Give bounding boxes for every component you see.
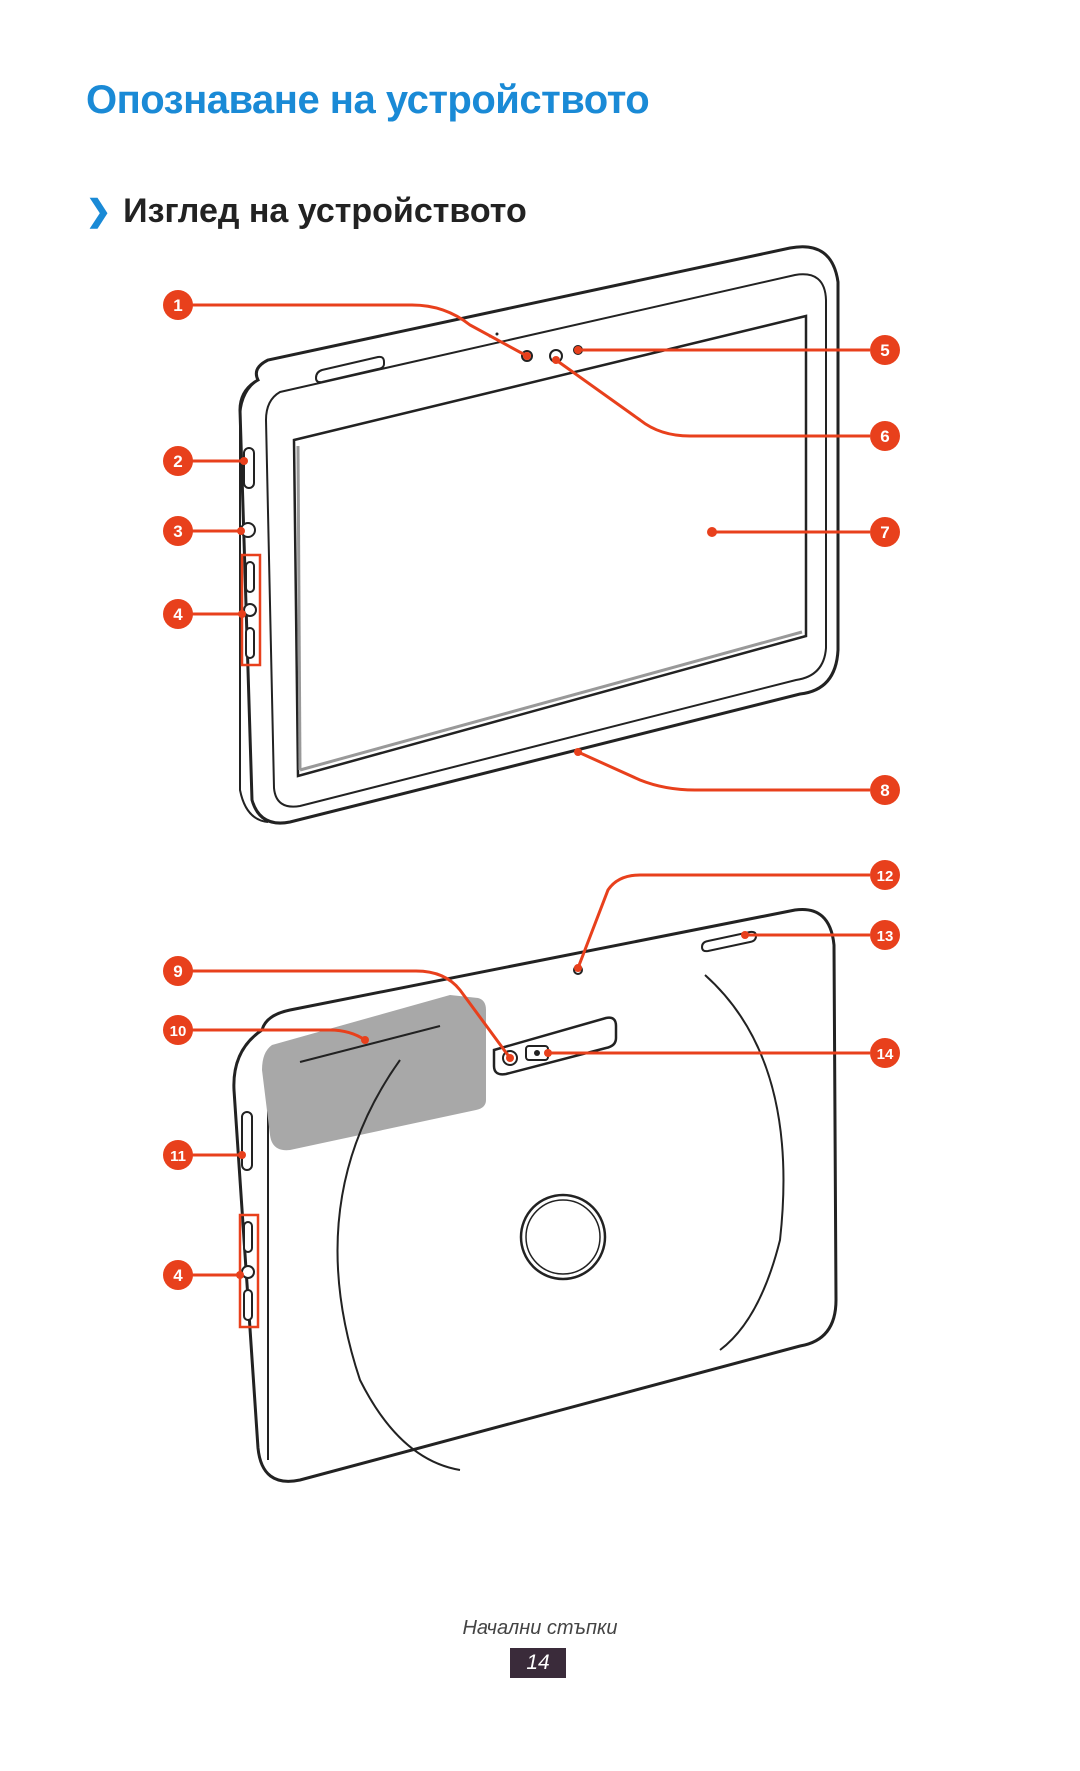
callout-2: 2 — [163, 446, 193, 476]
section-heading: ❯ Изглед на устройството — [86, 192, 527, 231]
callout-14: 14 — [870, 1038, 900, 1068]
callout-9: 9 — [163, 956, 193, 986]
callout-10: 10 — [163, 1015, 193, 1045]
callout-leaders — [192, 303, 870, 1277]
device-back-view — [232, 907, 838, 1483]
callout-4-front: 4 — [163, 599, 193, 629]
svg-text:8: 8 — [880, 781, 889, 800]
callout-7: 7 — [870, 517, 900, 547]
svg-text:2: 2 — [173, 452, 182, 471]
svg-text:13: 13 — [877, 928, 894, 945]
callout-11: 11 — [163, 1140, 193, 1170]
callout-8: 8 — [870, 775, 900, 805]
svg-text:3: 3 — [173, 522, 182, 541]
svg-text:7: 7 — [880, 523, 889, 542]
svg-text:10: 10 — [170, 1023, 187, 1040]
touch-screen — [292, 314, 808, 778]
page-number: 14 — [510, 1648, 566, 1678]
footer-section-label: Начални стъпки — [462, 1617, 618, 1639]
svg-text:4: 4 — [173, 605, 183, 624]
callout-13: 13 — [870, 920, 900, 950]
callout-6: 6 — [870, 421, 900, 451]
svg-text:14: 14 — [877, 1046, 894, 1063]
callout-1: 1 — [163, 290, 193, 320]
svg-text:1: 1 — [173, 296, 182, 315]
svg-text:5: 5 — [880, 341, 889, 360]
svg-text:6: 6 — [880, 427, 889, 446]
section-title: Изглед на устройството — [123, 192, 527, 230]
svg-text:4: 4 — [173, 1266, 183, 1285]
svg-text:12: 12 — [877, 868, 894, 885]
chevron-right-icon: ❯ — [86, 195, 112, 228]
svg-text:11: 11 — [170, 1148, 186, 1165]
device-front-view — [238, 245, 840, 825]
page-title: Опознаване на устройството — [86, 78, 650, 122]
callout-3: 3 — [163, 516, 193, 546]
callout-4-back: 4 — [163, 1260, 193, 1290]
callout-5: 5 — [870, 335, 900, 365]
svg-text:9: 9 — [173, 962, 182, 981]
callout-12: 12 — [870, 860, 900, 890]
